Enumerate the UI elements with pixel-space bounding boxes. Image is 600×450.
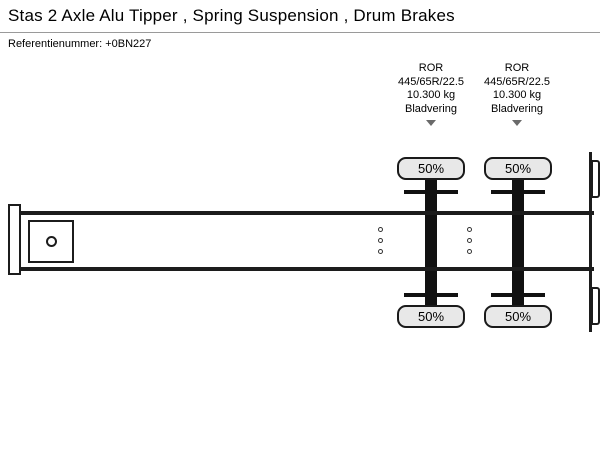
page-title: Stas 2 Axle Alu Tipper , Spring Suspensi…	[8, 6, 455, 25]
axle-pointer-icon	[426, 120, 436, 126]
bolt-hole-icon	[467, 227, 472, 232]
chassis-front-cap	[8, 204, 21, 275]
bolt-hole-icon	[467, 249, 472, 254]
axle-2-bar	[512, 180, 524, 305]
axle-1-top-mount	[404, 190, 458, 194]
axle-1-spec-column: ROR 445/65R/22.5 10.300 kg Bladvering	[376, 62, 486, 126]
axle-1-tire-size: 445/65R/22.5	[397, 75, 465, 88]
kingpin-plate	[28, 220, 74, 263]
chassis-top-rail	[8, 211, 594, 215]
axle-2-load: 10.300 kg	[492, 89, 542, 101]
axle-1-bottom-mount	[404, 293, 458, 297]
axle-1-bar	[425, 180, 437, 305]
axle-2-bottom-mount	[491, 293, 545, 297]
axle-1-bottom-tire-badge: 50%	[397, 305, 465, 328]
rear-bottom-bracket	[591, 287, 600, 325]
axle-2-brand: ROR	[504, 62, 530, 74]
bolt-hole-icon	[378, 249, 383, 254]
chassis-bottom-rail	[8, 267, 594, 271]
axle-2-bottom-tire-badge: 50%	[484, 305, 552, 328]
bolt-hole-icon	[378, 238, 383, 243]
kingpin-icon	[46, 236, 57, 247]
axle-2-suspension: Bladvering	[491, 102, 543, 115]
rear-bumper-line	[589, 152, 592, 332]
axle-pointer-icon	[512, 120, 522, 126]
header-divider	[0, 32, 600, 33]
bolt-hole-icon	[467, 238, 472, 243]
axle-1-brand: ROR	[418, 62, 444, 74]
reference-number: Referentienummer: +0BN227	[8, 38, 152, 50]
rear-top-bracket	[591, 160, 600, 198]
bolt-hole-icon	[378, 227, 383, 232]
axle-1-load: 10.300 kg	[406, 89, 456, 101]
axle-1-suspension: Bladvering	[405, 102, 457, 115]
axle-2-spec-column: ROR 445/65R/22.5 10.300 kg Bladvering	[462, 62, 572, 126]
axle-1-top-tire-badge: 50%	[397, 157, 465, 180]
axle-2-top-mount	[491, 190, 545, 194]
axle-2-tire-size: 445/65R/22.5	[483, 75, 551, 88]
axle-2-top-tire-badge: 50%	[484, 157, 552, 180]
